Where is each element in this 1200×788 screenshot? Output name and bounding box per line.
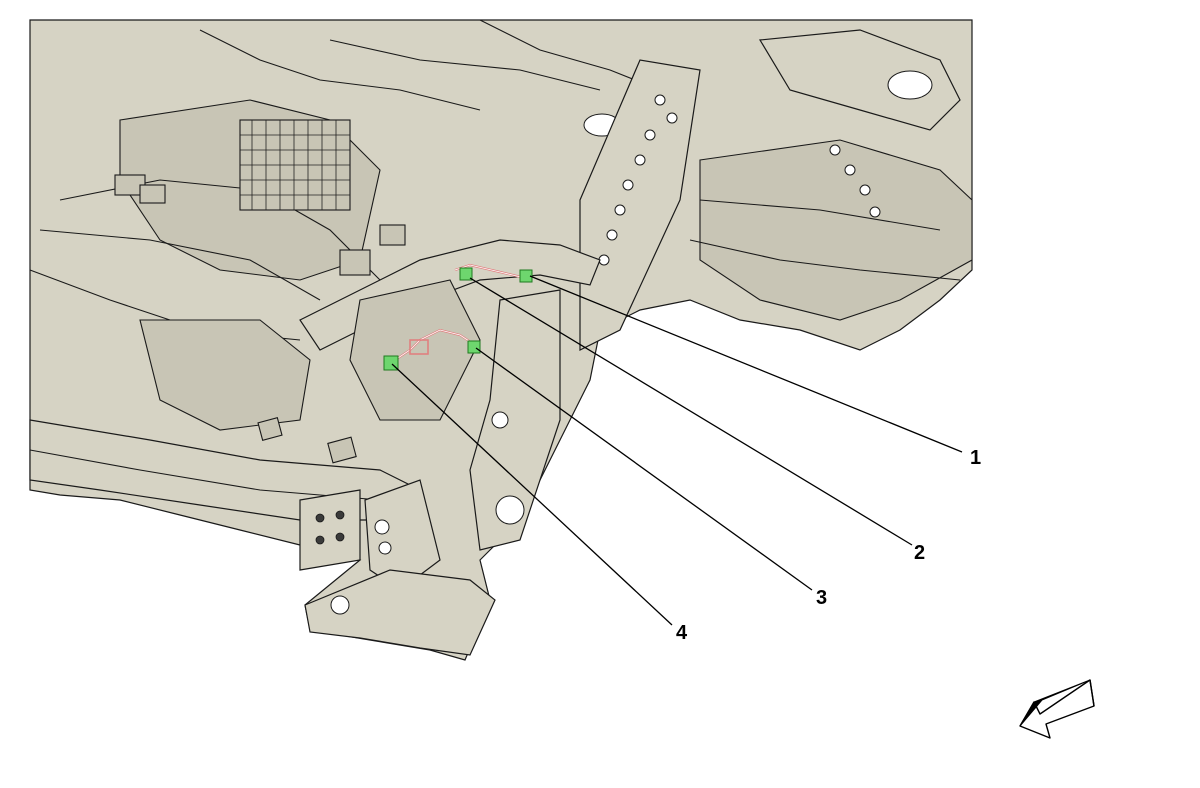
clip-2 — [459, 267, 473, 281]
leader-4 — [391, 363, 673, 626]
leader-3 — [475, 347, 813, 591]
callout-1: 1 — [970, 447, 981, 469]
leader-1 — [529, 275, 963, 453]
callout-2: 2 — [914, 542, 925, 564]
leader-2 — [469, 277, 913, 546]
direction-arrow-icon — [1019, 679, 1095, 739]
callout-4: 4 — [676, 622, 688, 644]
clip-3 — [467, 340, 481, 354]
callout-leaders — [391, 275, 963, 626]
clip-1 — [519, 269, 533, 283]
vehicle-chassis-drawing — [29, 19, 973, 661]
callout-labels: 1 2 3 4 — [676, 447, 981, 644]
callout-3: 3 — [816, 587, 827, 609]
pillar-holes — [598, 94, 881, 266]
engine-grid — [239, 119, 351, 211]
